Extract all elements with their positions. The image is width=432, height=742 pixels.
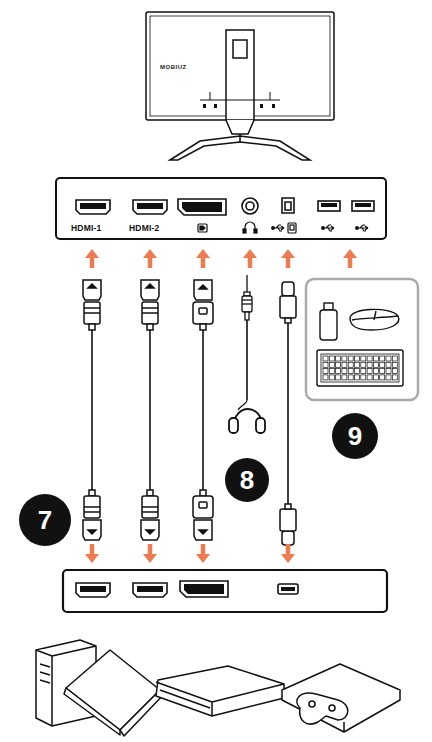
keyboard-key bbox=[361, 356, 366, 361]
keyboard-key bbox=[392, 375, 397, 380]
keyboard-key bbox=[392, 362, 397, 367]
keyboard-key bbox=[367, 362, 372, 367]
keyboard-key bbox=[380, 369, 385, 374]
port-label: HDMI-1 bbox=[71, 223, 101, 233]
keyboard-key bbox=[380, 356, 385, 361]
callout-label: 7 bbox=[38, 507, 52, 533]
keyboard-key bbox=[386, 375, 391, 380]
keyboard-key bbox=[355, 362, 360, 367]
keyboard-key bbox=[348, 369, 353, 374]
callout-number: 8 bbox=[225, 458, 269, 502]
keyboard-key bbox=[336, 375, 341, 380]
keyboard-key bbox=[367, 356, 372, 361]
keyboard-key bbox=[361, 369, 366, 374]
keyboard-key bbox=[342, 362, 347, 367]
keyboard-key bbox=[342, 356, 347, 361]
keyboard-key bbox=[380, 362, 385, 367]
keyboard-key bbox=[392, 356, 397, 361]
callout-label: 9 bbox=[348, 423, 362, 449]
keyboard-key bbox=[367, 375, 372, 380]
keyboard-key bbox=[329, 356, 334, 361]
keyboard-key bbox=[386, 356, 391, 361]
keyboard-key bbox=[336, 356, 341, 361]
keyboard-key bbox=[355, 369, 360, 374]
keyboard-key bbox=[367, 369, 372, 374]
port-panel: HDMI-1 HDMI-2 bbox=[55, 177, 387, 240]
keyboard-key bbox=[348, 362, 353, 367]
keyboard-key bbox=[342, 369, 347, 374]
keyboard-key bbox=[386, 369, 391, 374]
callout-number: 7 bbox=[19, 494, 71, 546]
keyboard-key bbox=[355, 356, 360, 361]
keyboard-key bbox=[329, 362, 334, 367]
keyboard-key bbox=[336, 369, 341, 374]
keyboard-key bbox=[329, 369, 334, 374]
keyboard-key bbox=[386, 362, 391, 367]
keyboard-key bbox=[373, 375, 378, 380]
keyboard-key bbox=[342, 375, 347, 380]
callout-label: 8 bbox=[240, 467, 254, 493]
brand-label: MOBIUZ bbox=[160, 64, 187, 70]
callout-number: 9 bbox=[332, 413, 378, 459]
keyboard-key bbox=[336, 362, 341, 367]
keyboard-key bbox=[361, 362, 366, 367]
keyboard-key bbox=[323, 375, 328, 380]
keyboard-key bbox=[348, 356, 353, 361]
keyboard-key bbox=[373, 369, 378, 374]
keyboard-key bbox=[355, 375, 360, 380]
keyboard-key bbox=[323, 362, 328, 367]
keyboard-key bbox=[392, 369, 397, 374]
keyboard-key bbox=[373, 356, 378, 361]
port-label: HDMI-2 bbox=[129, 223, 159, 233]
keyboard-key bbox=[380, 375, 385, 380]
keyboard-key bbox=[373, 362, 378, 367]
keyboard-key bbox=[329, 375, 334, 380]
keyboard-key bbox=[361, 375, 366, 380]
keyboard-key bbox=[348, 375, 353, 380]
keyboard-key bbox=[323, 369, 328, 374]
keyboard-key bbox=[323, 356, 328, 361]
